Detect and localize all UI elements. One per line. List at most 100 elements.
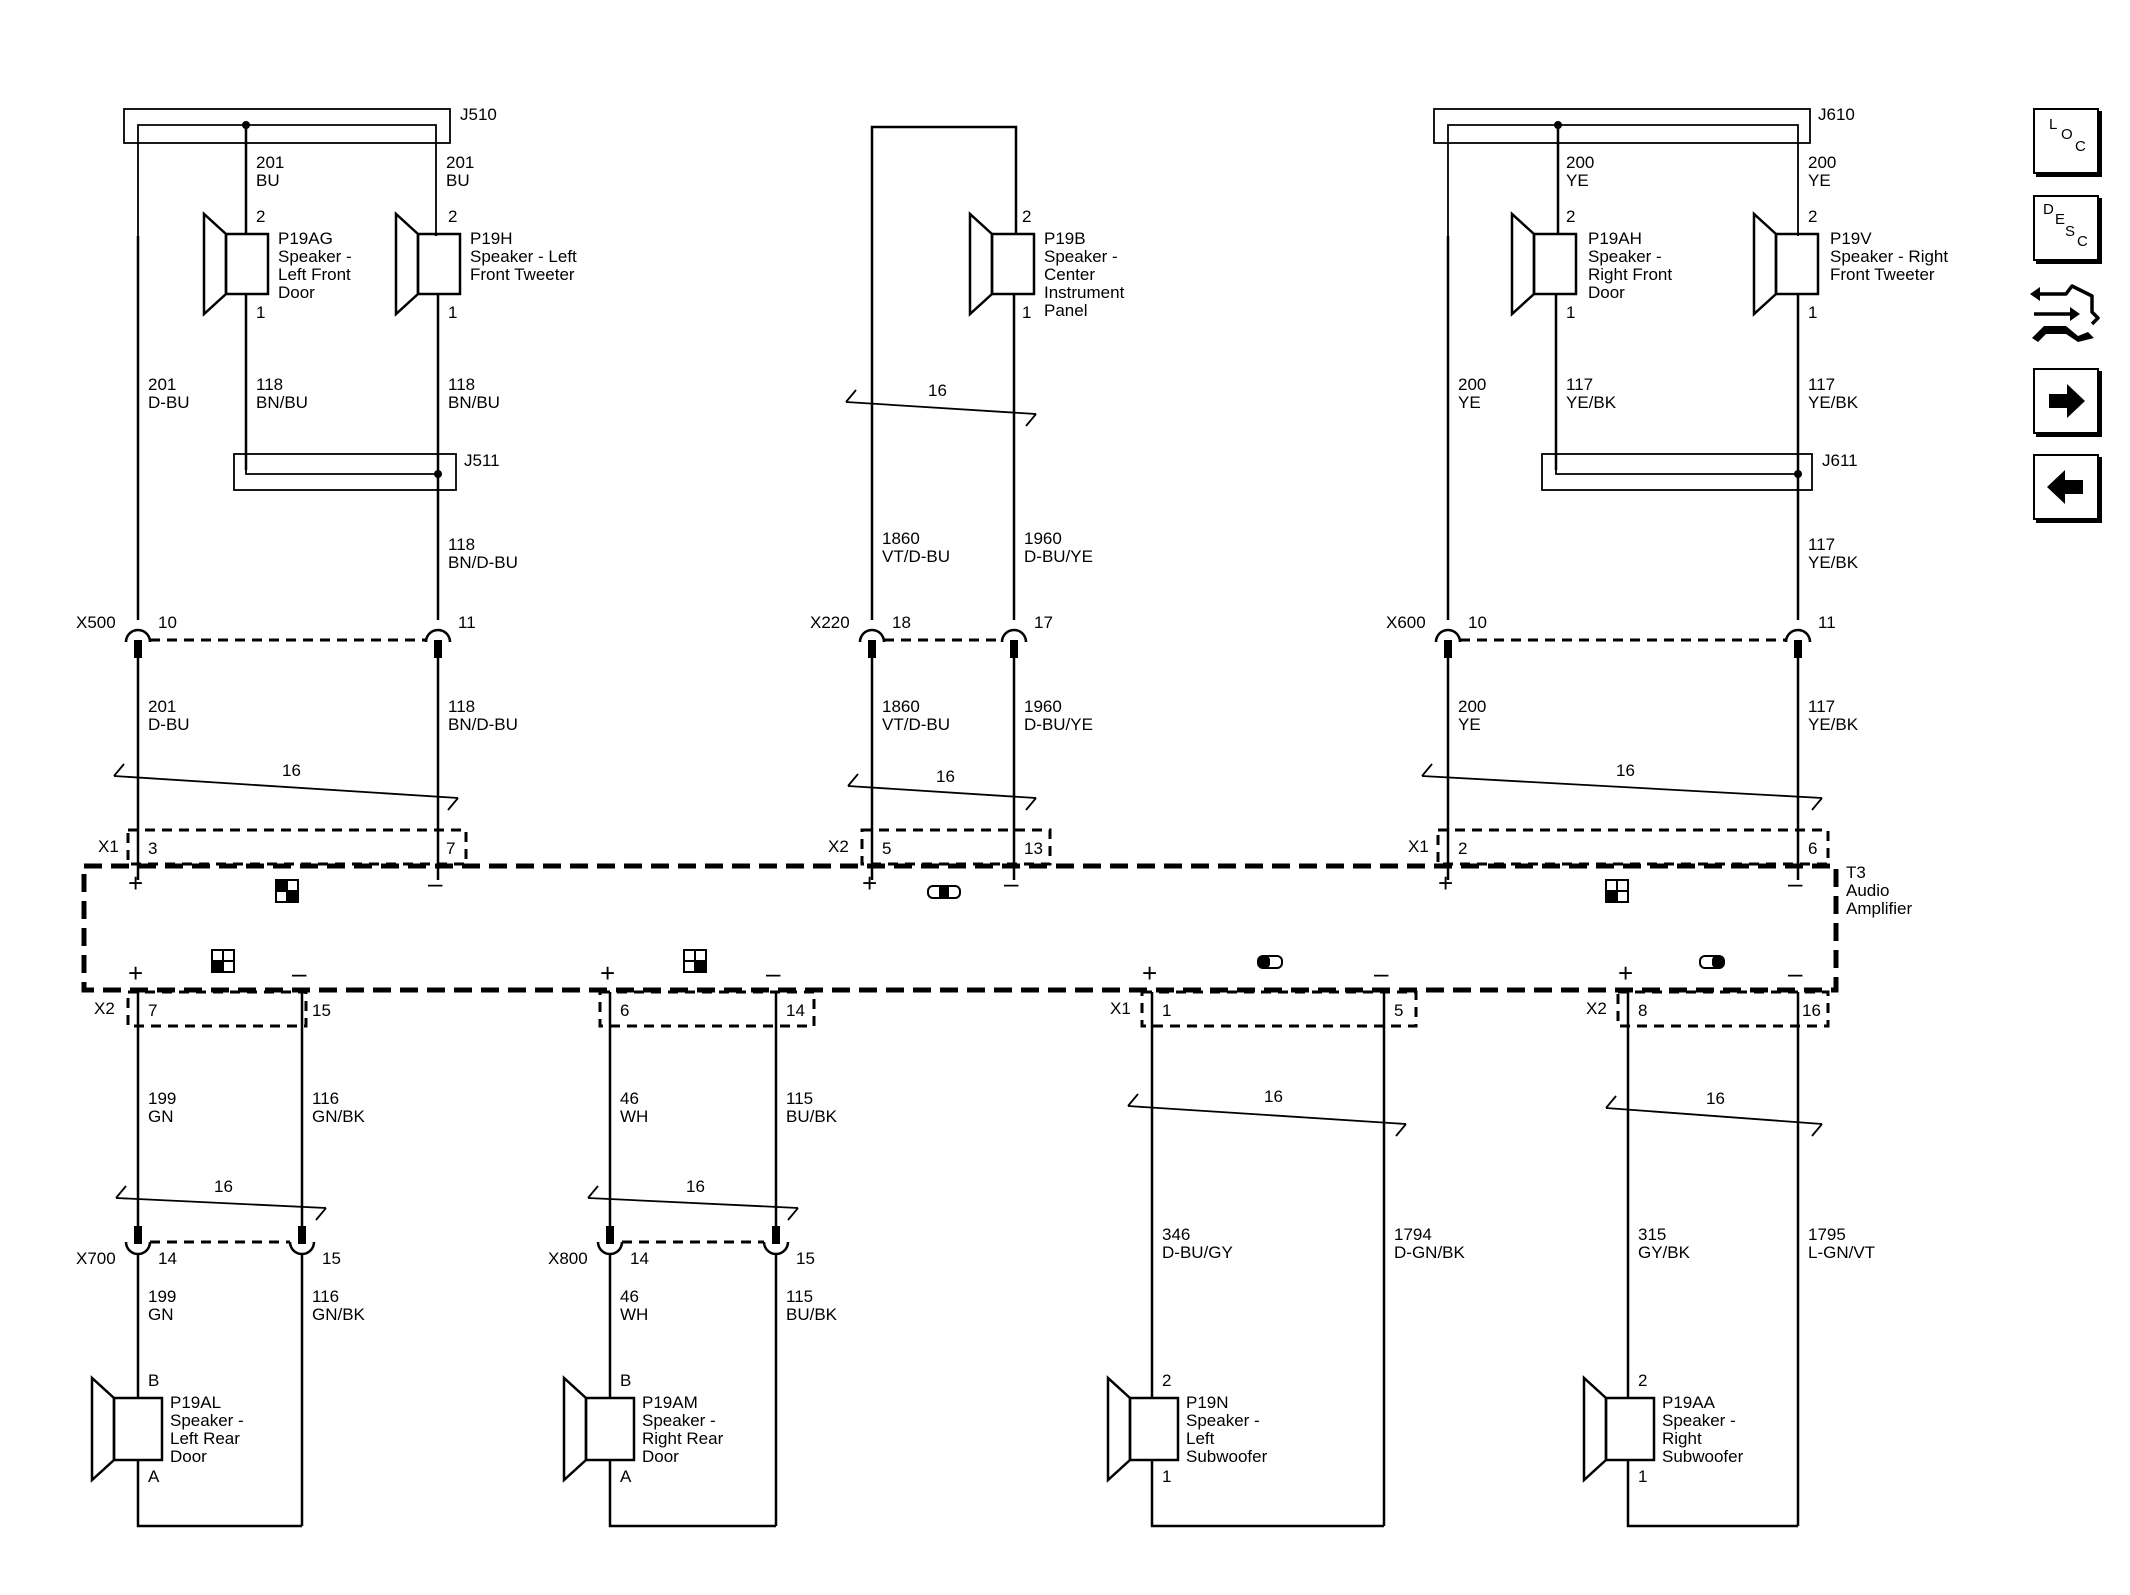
connector-x600: X600 10 11 — [1386, 613, 1836, 658]
svg-text:16: 16 — [928, 381, 947, 400]
speaker-desc: Subwoofer — [1662, 1447, 1744, 1466]
speaker-id: P19B — [1044, 229, 1086, 248]
svg-text:2: 2 — [1458, 839, 1467, 858]
svg-text:X1: X1 — [1408, 837, 1429, 856]
speaker-desc: Speaker - — [1186, 1411, 1260, 1430]
twisted-pair-marker: 16 — [845, 381, 1037, 427]
speaker-id: P19H — [470, 229, 513, 248]
speaker-desc: Speaker - — [1588, 247, 1662, 266]
full-range-channel-icon — [1605, 879, 1629, 903]
loc-button[interactable]: L O C — [2033, 108, 2099, 174]
pin-label: 15 — [322, 1249, 341, 1268]
wire-color: D-BU/YE — [1024, 715, 1093, 734]
pin-label: 15 — [796, 1249, 815, 1268]
twisted-pair-marker: 16 — [115, 1177, 327, 1221]
svg-text:3: 3 — [148, 839, 157, 858]
connector-name: X500 — [76, 613, 116, 632]
speaker-id: P19N — [1186, 1393, 1229, 1412]
svg-text:7: 7 — [148, 1001, 157, 1020]
svg-text:16: 16 — [1706, 1089, 1725, 1108]
wire-circuit: 1960 — [1024, 697, 1062, 716]
left-rear-circuit: 199 GN 116 GN/BK 16 X700 14 15 199 GN 11… — [76, 992, 366, 1528]
wire-circuit: 200 — [1808, 153, 1836, 172]
wire-color: YE/BK — [1808, 715, 1859, 734]
wire-color: D-BU — [148, 393, 190, 412]
wire-color: GN — [148, 1305, 174, 1324]
wire-color: YE/BK — [1566, 393, 1617, 412]
svg-text:–: – — [1788, 868, 1803, 898]
center-circuit: 2 1 P19B Speaker - Center Instrument Pan… — [810, 125, 1125, 880]
speaker-desc: Speaker - Left — [470, 247, 577, 266]
wire-circuit: 200 — [1458, 375, 1486, 394]
wire-circuit: 201 — [148, 375, 176, 394]
pin-label: 1 — [1566, 303, 1575, 322]
amplifier-label: Audio — [1846, 881, 1889, 900]
splice-j510 — [123, 108, 451, 144]
desc-icon: D E S C — [2043, 201, 2088, 250]
svg-text:+: + — [862, 868, 877, 898]
connector-name: X700 — [76, 1249, 116, 1268]
speaker-desc: Center — [1044, 265, 1095, 284]
svg-text:+: + — [128, 868, 143, 898]
wire-color: BU/BK — [786, 1305, 838, 1324]
next-page-button[interactable] — [2033, 368, 2099, 434]
wire-circuit: 1794 — [1394, 1225, 1432, 1244]
speaker-desc: Speaker - — [278, 247, 352, 266]
speaker-desc: Door — [278, 283, 315, 302]
speaker-p19b: 2 1 P19B Speaker - Center Instrument Pan… — [968, 207, 1125, 322]
wire-circuit: 117 — [1808, 535, 1835, 554]
pin-label: 1 — [448, 303, 457, 322]
speaker-p19ah: 2 1 P19AH Speaker - Right Front Door — [1510, 207, 1672, 322]
twisted-pair-marker: 16 — [113, 761, 459, 811]
wire-color: WH — [620, 1305, 648, 1324]
wire-circuit: 46 — [620, 1089, 639, 1108]
connector-x500: X500 10 11 — [76, 613, 476, 658]
wire-circuit: 201 — [446, 153, 474, 172]
speaker-desc: Right Rear — [642, 1429, 724, 1448]
wire-color: BU/BK — [786, 1107, 838, 1126]
wire-color: YE/BK — [1808, 553, 1859, 572]
speaker-p19v: 2 1 P19V Speaker - Right Front Tweeter — [1752, 207, 1948, 322]
speaker-id: P19AG — [278, 229, 333, 248]
splice-j611-label: J611 — [1822, 451, 1858, 470]
connector-name: X600 — [1386, 613, 1426, 632]
splice-j611 — [1541, 453, 1813, 491]
pin-label: 2 — [256, 207, 265, 226]
speaker-p19am: B A P19AM Speaker - Right Rear Door — [562, 1371, 724, 1486]
splice-j510-label: J510 — [460, 105, 497, 124]
pin-label: 17 — [1034, 613, 1053, 632]
svg-text:16: 16 — [1264, 1087, 1283, 1106]
pin-label: 10 — [1468, 613, 1487, 632]
wire-circuit: 200 — [1566, 153, 1594, 172]
pin-label: 2 — [1566, 207, 1575, 226]
wire-color: YE — [1458, 393, 1481, 412]
wire-color: D-BU/YE — [1024, 547, 1093, 566]
speaker-desc: Left Front — [278, 265, 351, 284]
connector-x220: X220 18 17 — [810, 613, 1053, 658]
speaker-desc: Instrument — [1044, 283, 1125, 302]
amplifier-label: T3 — [1846, 863, 1866, 882]
center-channel-icon — [927, 885, 961, 899]
svg-text:X1: X1 — [98, 837, 119, 856]
loc-icon: L O C — [2049, 116, 2086, 155]
svg-text:15: 15 — [312, 1001, 331, 1020]
connector-wrench-icon[interactable] — [2026, 276, 2106, 346]
connector-name: X220 — [810, 613, 850, 632]
wire-color: VT/D-BU — [882, 715, 950, 734]
speaker-desc: Speaker - — [170, 1411, 244, 1430]
wire-color: BN/D-BU — [448, 553, 518, 572]
subwoofer-channel-icon — [1699, 955, 1725, 969]
speaker-desc: Right Front — [1588, 265, 1672, 284]
svg-text:16: 16 — [936, 767, 955, 786]
svg-text:+: + — [1142, 958, 1157, 988]
previous-page-button[interactable] — [2033, 454, 2099, 520]
wire-circuit: 315 — [1638, 1225, 1666, 1244]
speaker-id: P19AM — [642, 1393, 698, 1412]
wire-color: D-BU/GY — [1162, 1243, 1233, 1262]
twisted-pair-marker: 16 — [587, 1177, 799, 1221]
svg-text:+: + — [128, 958, 143, 988]
desc-button[interactable]: D E S C — [2033, 195, 2099, 261]
pin-label: 1 — [1162, 1467, 1171, 1486]
pin-label: 2 — [1808, 207, 1817, 226]
full-range-channel-icon — [275, 879, 299, 903]
